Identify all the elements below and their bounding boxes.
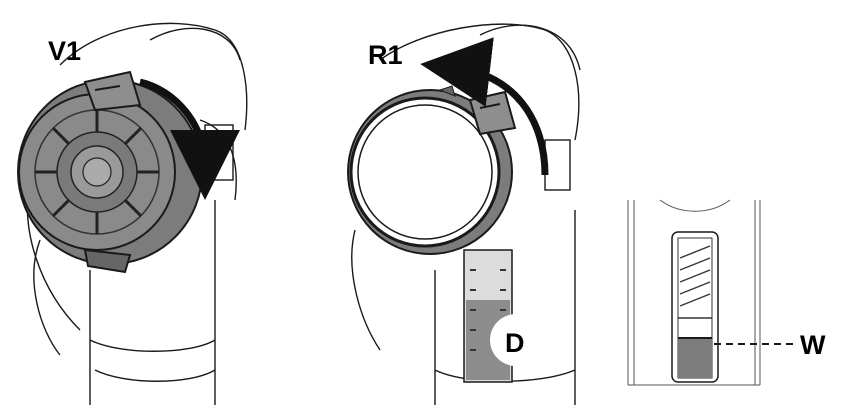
label-d-backdrop	[490, 314, 542, 366]
rotation-arrow-r1	[420, 37, 549, 176]
label-d: D	[505, 328, 525, 358]
label-v1: V1	[48, 36, 81, 66]
rotation-arrow-v1	[139, 78, 240, 200]
label-r1: R1	[368, 40, 403, 70]
sight-glass-detail	[627, 199, 761, 386]
panel-r1: D R1	[347, 23, 581, 405]
label-w: W	[800, 330, 826, 360]
valve-knob-r1	[347, 85, 517, 255]
panel-v1: V1	[17, 22, 248, 405]
panel-w: W	[627, 199, 826, 386]
